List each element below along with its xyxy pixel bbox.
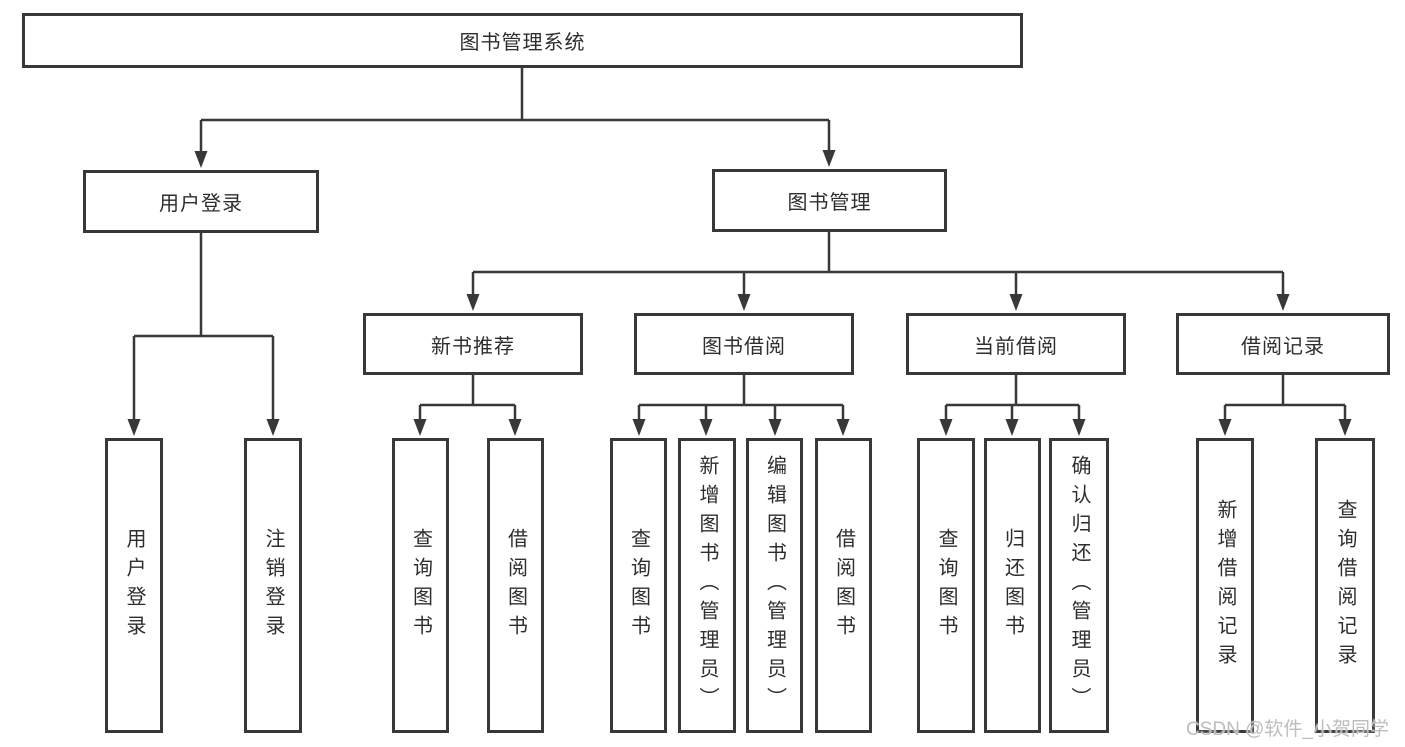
node-query-books-borrow-label: 查询图书 [627,527,650,644]
connector-book-management-children [471,232,1285,296]
arrowhead [737,294,751,311]
csdn-watermark: CSDN @软件_小贺同学 [1186,719,1389,740]
arrowhead [1338,419,1352,436]
arrowhead [1072,419,1086,436]
node-query-borrow-record: 查询借阅记录 [1315,438,1375,733]
node-user-login-leaf: 用户登录 [105,438,163,733]
arrowhead [127,419,141,436]
node-query-books-current-label: 查询图书 [935,527,957,644]
node-query-books-recommend-label: 查询图书 [409,527,432,644]
node-edit-book-admin: 编辑图书（管理员） [746,438,803,733]
node-borrow-books-leaf-label: 借阅图书 [832,527,855,644]
node-edit-book-admin-label: 编辑图书（管理员） [763,455,786,716]
arrowhead [822,150,836,167]
connector-user-login-children [132,233,275,421]
node-query-books-recommend: 查询图书 [392,438,449,733]
node-add-borrow-record-label: 新增借阅记录 [1214,498,1236,673]
node-confirm-return-admin: 确认归还（管理员） [1049,438,1109,733]
node-return-book: 归还图书 [984,438,1041,733]
arrowhead [699,419,713,436]
node-borrow-books-leaf: 借阅图书 [815,438,872,733]
node-user-login-leaf-label: 用户登录 [123,527,145,644]
node-user-login: 用户登录 [83,170,319,233]
node-borrow-books-recommend: 借阅图书 [487,438,544,733]
node-confirm-return-admin-label: 确认归还（管理员） [1068,455,1090,716]
node-borrow-records-label: 借阅记录 [1241,335,1325,358]
arrowhead [266,419,280,436]
arrowhead [768,419,782,436]
node-query-books-borrow: 查询图书 [610,438,667,733]
arrowhead [836,419,850,436]
node-book-borrow-label: 图书借阅 [702,335,786,358]
arrowhead [1276,294,1290,311]
connector-borrow-records-children [1223,375,1347,421]
node-query-books-current: 查询图书 [917,438,975,733]
connector-current-borrow-children [944,375,1081,421]
arrowhead [1005,419,1019,436]
node-new-book-recommend: 新书推荐 [363,313,583,375]
node-return-book-label: 归还图书 [1001,527,1024,644]
node-query-borrow-record-label: 查询借阅记录 [1334,498,1356,673]
arrowhead [632,419,646,436]
node-book-borrow: 图书借阅 [634,313,854,375]
arrowhead [939,419,953,436]
node-add-borrow-record: 新增借阅记录 [1196,438,1254,733]
connector-book-borrow-children [637,375,845,421]
arrowhead [1009,294,1023,311]
node-root: 图书管理系统 [22,13,1023,68]
node-book-management-label: 图书管理 [787,192,872,214]
node-root-label: 图书管理系统 [459,32,586,54]
node-book-management: 图书管理 [712,169,947,232]
arrowhead [466,294,480,311]
arrowhead [508,419,522,436]
connector-new-book-children [418,375,517,421]
node-current-borrow: 当前借阅 [906,313,1126,375]
arrowhead [413,419,427,436]
node-logout-leaf-label: 注销登录 [262,527,284,644]
arrowhead [1218,419,1232,436]
node-borrow-records: 借阅记录 [1176,313,1390,375]
node-borrow-books-recommend-label: 借阅图书 [504,527,527,644]
node-add-book-admin: 新增图书（管理员） [678,438,736,733]
node-logout-leaf: 注销登录 [244,438,302,733]
node-add-book-admin-label: 新增图书（管理员） [696,455,718,716]
node-new-book-recommend-label: 新书推荐 [431,335,515,358]
node-current-borrow-label: 当前借阅 [974,335,1058,358]
arrowhead [194,151,208,168]
node-user-login-label: 用户登录 [159,193,243,215]
connector-root-to-level1 [199,68,831,153]
